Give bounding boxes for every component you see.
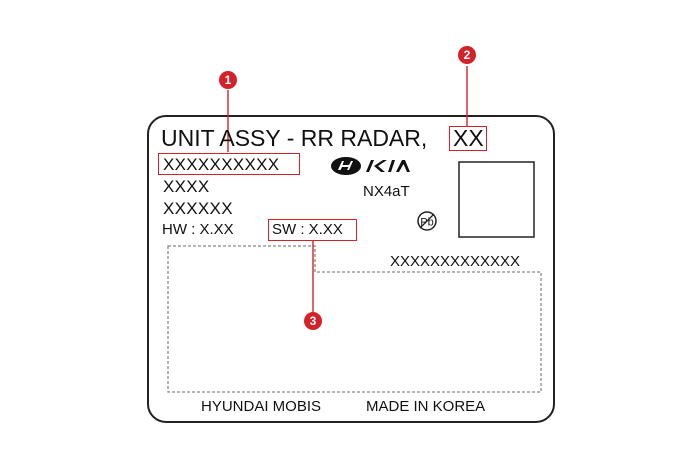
manufacturer: HYUNDAI MOBIS: [201, 398, 322, 415]
label-line-2: XXXXXX: [163, 199, 233, 218]
sw-version: SW : X.XX: [272, 221, 343, 238]
qr-code-placeholder: [458, 161, 535, 238]
label-outline: [147, 115, 555, 423]
model-name: NX4aT: [363, 183, 410, 200]
sw-version-highlight: [268, 219, 357, 241]
dashed-area: [167, 245, 542, 393]
part-number-highlight: [158, 153, 300, 175]
svg-text:Pb: Pb: [420, 217, 433, 229]
callout-3: 3: [304, 312, 322, 330]
version-code-highlight: [449, 126, 487, 151]
part-number: XXXXXXXXXX: [163, 155, 280, 174]
version-code: XX: [453, 125, 484, 151]
callout-1: 1: [219, 71, 237, 89]
hyundai-kia-logo-icon: [331, 157, 410, 175]
country-of-origin: MADE IN KOREA: [366, 398, 486, 415]
label-line-1: XXXX: [163, 177, 210, 196]
callout-2: 2: [458, 46, 476, 64]
pb-free-icon: Pb: [417, 211, 437, 231]
hw-version: HW : X.XX: [162, 221, 234, 238]
label-title: UNIT ASSY - RR RADAR,: [161, 125, 428, 151]
serial-number: XXXXXXXXXXXXX: [390, 253, 521, 270]
